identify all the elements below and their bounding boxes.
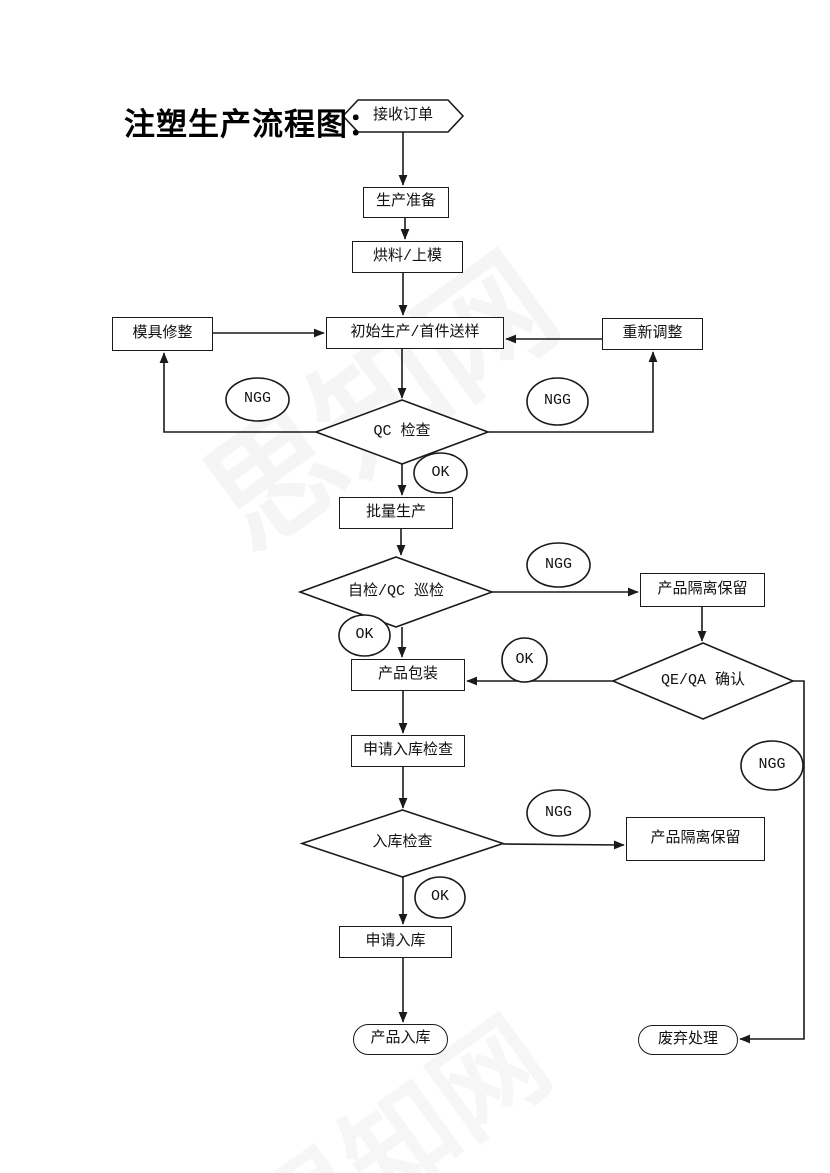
node-ngg-qc-right	[526, 377, 589, 426]
node-qc-check	[313, 399, 491, 465]
node-ok-qeqa	[501, 637, 548, 683]
node-ok-self-inspection	[338, 614, 391, 657]
page-title: 注塑生产流程图：	[124, 107, 380, 142]
node-ngg-self-inspection	[526, 542, 591, 588]
edge-qc-to-mold	[159, 352, 316, 433]
shape-group	[225, 99, 804, 919]
edge-qeqa-to-scrap	[739, 680, 805, 1044]
node-ok-warehouse	[414, 876, 466, 919]
node-warehouse-inspection	[299, 809, 506, 878]
node-self-inspection	[297, 556, 495, 628]
edge-qc-to-readjust	[488, 351, 658, 433]
edge-inspect-to-quarantine2	[502, 840, 625, 850]
node-receive-order	[341, 99, 465, 133]
node-ngg-qeqa	[740, 740, 804, 791]
node-ok-qc	[413, 452, 468, 494]
node-qeqa-confirm	[610, 642, 796, 720]
node-ngg-warehouse	[526, 789, 591, 837]
node-ngg-qc-left	[225, 377, 290, 422]
edge-group	[159, 132, 805, 1044]
